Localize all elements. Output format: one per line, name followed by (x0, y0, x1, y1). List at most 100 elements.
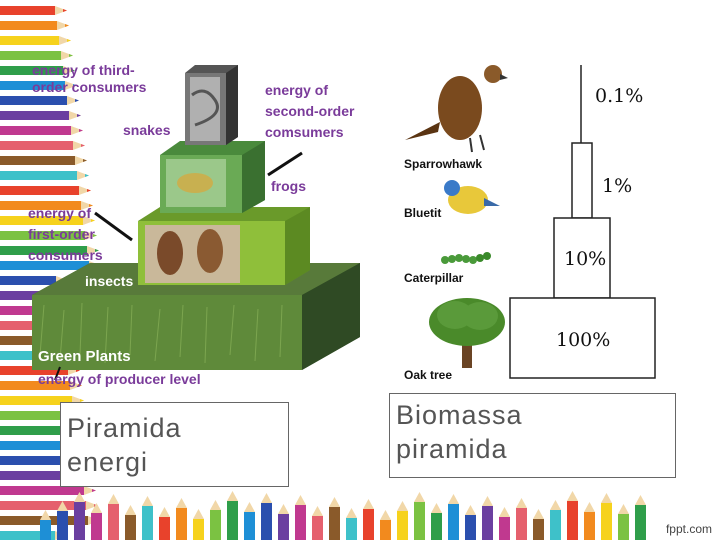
pencil-body (0, 156, 75, 165)
pencil-body (448, 504, 459, 540)
pencil-tip (567, 491, 578, 501)
label-second-order-energy: energy of second-order comsumers (265, 82, 355, 140)
pencil-tip (278, 504, 289, 514)
oak-tree-icon (429, 298, 505, 368)
pencil-tip (346, 508, 357, 518)
pencil-body (261, 503, 272, 540)
caterpillar-icon (441, 252, 491, 264)
pencil-tip (142, 496, 153, 506)
pencil-body (0, 471, 82, 480)
pencil-lead (85, 174, 89, 177)
label-first-order-energy: energy of first-order consumers (28, 205, 103, 263)
pencil-body (482, 506, 493, 540)
label-producer-energy: energy of producer level (38, 371, 201, 387)
pencil-lead (91, 219, 95, 222)
pencil-body (0, 96, 67, 105)
pencil-tip (618, 504, 629, 514)
pencil-tip (601, 493, 612, 503)
pencil-body (0, 426, 76, 435)
pencil-tip (61, 51, 73, 60)
biomass-organism-caterpillar: Caterpillar (404, 271, 464, 285)
pencil-tip (70, 381, 82, 390)
pencil-body (0, 501, 86, 510)
pencil-body (244, 512, 255, 540)
pencil-body (57, 511, 68, 540)
pencil-body (142, 506, 153, 540)
pencil-tip (414, 492, 425, 502)
pencil-body (0, 171, 77, 180)
pencil-tip (584, 502, 595, 512)
pencil-body (533, 519, 544, 540)
pencil-lead (89, 204, 93, 207)
pencil-body (0, 486, 84, 495)
pencil-tip (84, 486, 96, 495)
pencil-lead (95, 249, 99, 252)
biomass-organism-sparrowhawk: Sparrowhawk (404, 157, 483, 171)
pencil-body (108, 504, 119, 540)
pencil-body (0, 246, 87, 255)
pencil-tip (176, 498, 187, 508)
pencil-tip (210, 500, 221, 510)
pencil-tip (482, 496, 493, 506)
pencil-tip (75, 156, 87, 165)
pencil-body (0, 141, 73, 150)
pencil-tip (59, 36, 71, 45)
pencil-lead (75, 99, 79, 102)
pencil-body (0, 261, 89, 270)
pencil-body (635, 505, 646, 540)
label-green-plants: Green Plants (38, 348, 131, 365)
pencil-lead (79, 129, 83, 132)
pencil-tip (67, 96, 79, 105)
pencil-lead (81, 144, 85, 147)
pencil-lead (78, 384, 82, 387)
pencil-tip (108, 494, 119, 504)
pencil-body (0, 21, 57, 30)
pencil-tip (57, 21, 69, 30)
pencil-body (0, 381, 70, 390)
pencil-body (329, 507, 340, 540)
biomass-pyramid-diagram (400, 60, 656, 385)
bluetit-icon (444, 180, 500, 214)
pencil-tip (40, 510, 51, 520)
pencil-tip (329, 497, 340, 507)
pencil-tip (533, 509, 544, 519)
pencil-body (0, 111, 69, 120)
pencil-lead (92, 489, 96, 492)
pencil-body (0, 291, 58, 300)
pencil-body (91, 513, 102, 540)
pencil-body (363, 509, 374, 540)
pencil-lead (77, 114, 81, 117)
pencil-body (0, 396, 72, 405)
pencil-tip (86, 501, 98, 510)
pencil-tip (516, 498, 527, 508)
biomass-percent-sparrowhawk: 0.1% (595, 85, 644, 107)
pencil-body (0, 306, 60, 315)
pencil-tip (397, 501, 408, 511)
pencil-body (397, 511, 408, 540)
energy-pyramid-caption: Piramida energi (67, 413, 182, 477)
pencil-body (414, 502, 425, 540)
energy-pyramid-illustration (32, 65, 360, 381)
pencil-body (0, 201, 81, 210)
pencil-tip (65, 81, 77, 90)
pencil-body (0, 411, 74, 420)
pencil-lead (63, 9, 67, 12)
biomass-pyramid-caption: Biomassa piramida (396, 400, 523, 464)
pencil-tip (79, 186, 91, 195)
pencil-body (193, 519, 204, 540)
pencil-tip (73, 141, 85, 150)
footer-brand: fppt.com (665, 522, 712, 536)
pencil-body (618, 514, 629, 540)
pencil-body (74, 502, 85, 540)
pencil-border-bottom (40, 491, 646, 540)
pencil-body (584, 512, 595, 540)
pencil-tip (635, 495, 646, 505)
pencil-body (567, 501, 578, 540)
pencil-lead (65, 24, 69, 27)
pencil-body (295, 505, 306, 540)
pencil-body (227, 501, 238, 540)
pencil-body (176, 508, 187, 540)
pencil-body (0, 441, 78, 450)
pencil-body (0, 321, 62, 330)
pencil-body (0, 231, 85, 240)
